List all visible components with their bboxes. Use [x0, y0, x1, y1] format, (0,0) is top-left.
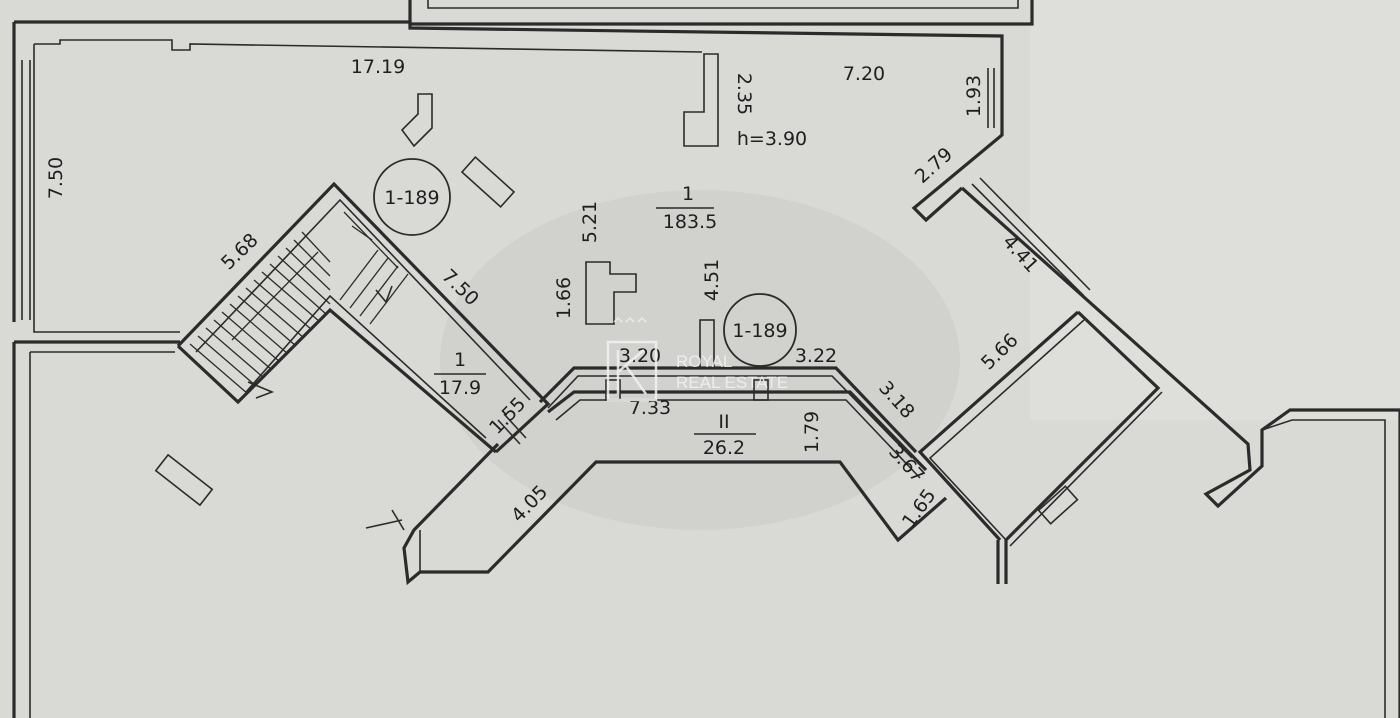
dim-pillar-width-a: 1.66	[553, 277, 575, 319]
watermark: ROYAL REAL ESTATE	[606, 317, 788, 402]
room-corridor: II 26.2	[694, 411, 756, 459]
outer-walls	[12, 0, 1034, 718]
watermark-line2: REAL ESTATE	[676, 373, 788, 392]
room-stair-number: 1	[454, 349, 466, 371]
room-stair: 1 17.9	[434, 349, 486, 399]
circle-label-1: 1-189	[373, 158, 451, 236]
dim-pillar-height-a: 5.21	[579, 201, 601, 243]
fixtures	[154, 53, 719, 507]
room-main-number: 1	[682, 183, 694, 205]
dim-stair-pillar-height: 2.35	[733, 73, 755, 115]
circle-label-2: 1-189	[723, 293, 797, 367]
dim-top-right-width: 7.20	[843, 63, 885, 85]
dim-corridor-right-top: 3.22	[795, 345, 837, 367]
dim-top-left-width: 17.19	[351, 56, 405, 78]
dim-left-height: 7.50	[45, 157, 67, 199]
room-stair-area: 17.9	[439, 377, 481, 399]
dim-corridor-left-bottom: 7.33	[629, 397, 671, 419]
dim-corridor-mid-height: 1.79	[801, 411, 823, 453]
circle-label-text-2: 1-189	[732, 320, 787, 342]
watermark-logo	[606, 317, 658, 402]
watermark-line1: ROYAL	[676, 352, 732, 371]
dim-ceiling-height: h=3.90	[737, 128, 807, 150]
room-corridor-area: 26.2	[703, 437, 745, 459]
right-walls	[911, 60, 1400, 718]
dim-right-wall-short: 1.93	[963, 75, 985, 117]
room-main: 1 183.5	[656, 183, 717, 233]
dim-pillar-height-b: 4.51	[701, 259, 723, 301]
room-corridor-number: II	[718, 411, 729, 433]
circle-label-text-1: 1-189	[384, 187, 439, 209]
stair-block	[176, 181, 551, 454]
room-main-area: 183.5	[663, 211, 717, 233]
